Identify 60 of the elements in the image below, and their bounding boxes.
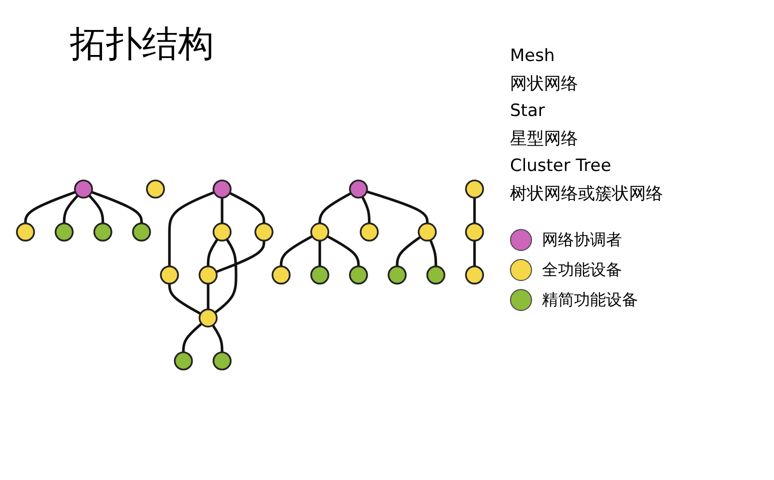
diagram-label: Cluster Tree [510, 156, 612, 176]
connector [229, 192, 266, 224]
connector [429, 240, 438, 266]
node-circle [388, 266, 407, 284]
diagram-label: Star [510, 101, 546, 121]
node-circle [254, 222, 274, 242]
connector [62, 194, 79, 224]
node-circle [349, 180, 368, 199]
connector [206, 284, 210, 310]
connector [318, 192, 352, 224]
connector [366, 190, 429, 224]
legend-text: 网络协调者 [542, 230, 622, 250]
diagram-title: 拓扑结构 [70, 23, 214, 67]
connector [361, 196, 371, 224]
legend-text: 全功能设备 [542, 260, 622, 280]
node-circle [16, 222, 35, 242]
connector [182, 322, 202, 352]
connector [280, 235, 313, 266]
node-circle [426, 266, 446, 284]
node-circle [74, 180, 93, 199]
node-circle [272, 266, 291, 284]
node-circle [349, 266, 368, 284]
node-circle [418, 222, 437, 242]
node-circle [212, 180, 232, 199]
node-circle [132, 222, 151, 242]
connector [206, 238, 218, 266]
connector [88, 194, 104, 224]
diagram-label: 网状网络 [510, 73, 579, 95]
node-circle [160, 266, 179, 284]
node-circle [174, 351, 193, 370]
connector [214, 238, 238, 314]
connector [91, 190, 143, 224]
diagram-label: 星型网络 [510, 128, 579, 150]
legend-text: 精简功能设备 [542, 290, 638, 310]
connector [473, 198, 476, 224]
node-circle [93, 222, 112, 242]
diagram-label: 树状网络或簇状网络 [510, 183, 664, 205]
diagram-label: Mesh [510, 46, 556, 66]
connector [396, 236, 421, 266]
node-circle [198, 266, 218, 284]
connector [473, 240, 476, 266]
connector [220, 198, 224, 224]
node-circle [212, 222, 232, 242]
node-circle [465, 266, 484, 284]
node-circle [146, 180, 165, 199]
connector [168, 191, 215, 266]
node-circle [465, 222, 484, 242]
node-circle [310, 266, 330, 284]
node-circle [198, 308, 218, 328]
node-circle [465, 180, 484, 199]
connector [216, 240, 266, 274]
connector [326, 235, 360, 266]
connector [24, 190, 76, 224]
connector [318, 240, 322, 266]
node-circle [212, 351, 232, 370]
node-circle [310, 222, 330, 242]
node-circle [360, 222, 379, 242]
node-circle [54, 222, 74, 242]
connector [168, 284, 202, 315]
connector [212, 324, 224, 352]
